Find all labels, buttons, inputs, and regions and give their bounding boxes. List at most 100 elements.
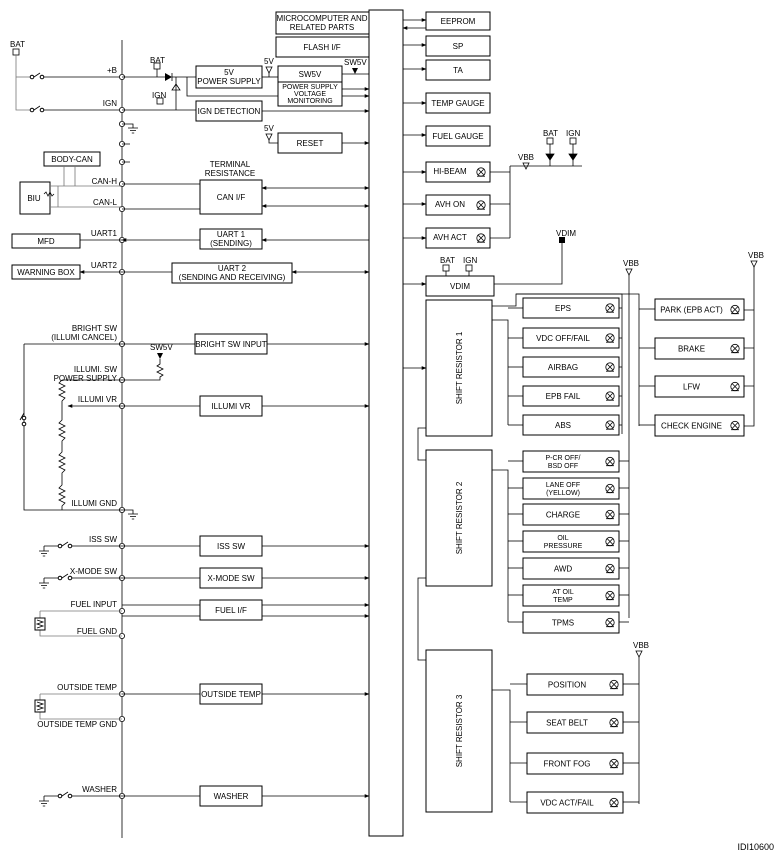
indicator-sr1-3-label: EPB FAIL [546, 392, 581, 401]
lamp-icon [609, 797, 619, 808]
indicator-sr3-2-label: FRONT FOG [544, 760, 591, 769]
washer-block-label: WASHER [214, 792, 249, 801]
indicator-sr3-1-label: SEAT BELT [546, 719, 588, 728]
bat-top-label: BAT [150, 56, 165, 65]
ign-top-label: IGN [152, 91, 166, 100]
illumi-resistor-ladder [58, 379, 66, 510]
lamp-icon [476, 233, 486, 243]
uart2-label: UART2 [91, 261, 118, 270]
reset-label: RESET [297, 139, 324, 148]
sw5v-block-label: SW5V [299, 70, 322, 79]
lamp-icon [609, 679, 619, 690]
uart2-line1: UART 2 [218, 264, 247, 273]
indicator-right-1-label: BRAKE [678, 345, 705, 354]
lamp-icon [476, 200, 486, 210]
ps-line1: 5V [224, 68, 234, 77]
indicator-right-2-label: LFW [683, 383, 700, 392]
lamp-icon [605, 536, 615, 547]
can-if-label: CAN I/F [217, 193, 246, 202]
uart2-line2: (SENDING AND RECEIVING) [179, 273, 286, 282]
shift-resistor-2 [425, 449, 493, 587]
power-supply-voltage-monitoring-block [277, 81, 343, 107]
vdim-block [425, 275, 495, 297]
indicator-right-1: BRAKE [654, 337, 745, 360]
shift-resistor-1 [425, 299, 493, 437]
indicator-sr1-2: AIRBAG [522, 356, 620, 378]
lamp-icon [605, 483, 615, 494]
lamp-icon [605, 362, 615, 372]
uart1-label: UART1 [91, 229, 118, 238]
shift-resistor-2-label: SHIFT RESISTOR 2 [455, 481, 464, 554]
hi-beam-label: HI-BEAM [433, 167, 467, 176]
ground-symbol [127, 127, 139, 520]
avh-act-label: AVH ACT [433, 233, 467, 242]
bat-vdim-label: BAT [440, 256, 455, 265]
sw5v-illumi-label: SW5V [150, 343, 173, 352]
indicator-right-3-label: CHECK ENGINE [661, 422, 722, 431]
can-l-label: CAN-L [93, 198, 118, 207]
x-mode-sw-block-label: X-MODE SW [207, 574, 255, 583]
outside-temp-gnd-label: OUTSIDE TEMP GND [37, 720, 117, 729]
lamp-icon [605, 617, 615, 628]
lamp-icon [730, 343, 740, 354]
flash-if-block [275, 36, 370, 58]
indicator-sr2-2: CHARGE [522, 503, 620, 526]
indicator-sr3-3-label: VDC ACT/FAIL [540, 799, 594, 808]
indicator-right-2: LFW [654, 375, 745, 398]
indicator-sr3-0-label: POSITION [548, 681, 586, 690]
ta-block [425, 59, 491, 81]
indicator-sr2-6-label: TPMS [552, 619, 574, 628]
outside-temp-block-label: OUTSIDE TEMP [201, 690, 261, 699]
illumi-vr-label: ILLUMI VR [78, 395, 117, 404]
can-if-block [199, 179, 263, 215]
ign-terminal-vdim [465, 264, 473, 272]
indicator-sr2-1-label: LANE OFF(YELLOW) [546, 482, 580, 497]
psv-line2: VOLTAGE [294, 91, 326, 98]
indicator-sr2-1: LANE OFF(YELLOW) [522, 477, 620, 500]
bright-sw-line2: (ILLUMI CANCEL) [51, 333, 117, 342]
lamp-icon [609, 758, 619, 769]
indicator-sr1-4: ABS [522, 414, 620, 436]
vbb-bottom-label: VBB [633, 641, 649, 650]
iss-sw-block-label: ISS SW [217, 542, 245, 551]
avh-on-label: AVH ON [435, 200, 465, 209]
internal-bus [368, 9, 404, 837]
v5-reset-label: 5V [264, 124, 274, 133]
flash-if-label: FLASH I/F [303, 43, 340, 52]
vbb-hibeam-label: VBB [518, 153, 534, 162]
microcomputer-block [275, 11, 370, 35]
plus-b-label: +B [107, 66, 117, 75]
indicator-sr1-0-label: EPS [555, 304, 571, 313]
indicator-sr1-4-label: ABS [555, 421, 571, 430]
fuel-if-block [199, 599, 263, 621]
iss-sw-label: ISS SW [89, 535, 117, 544]
biu-box [19, 181, 51, 215]
shift-resistor-3-label: SHIFT RESISTOR 3 [455, 694, 464, 767]
fuel-gauge-label: FUEL GAUGE [432, 132, 483, 141]
can-h-label: CAN-H [92, 177, 118, 186]
v5-label: 5V [264, 57, 274, 66]
body-can-box [43, 151, 101, 167]
fuel-sender [34, 617, 46, 631]
ign-label: IGN [103, 99, 117, 108]
lamp-icon [730, 381, 740, 392]
ign-vdim-label: IGN [463, 256, 477, 265]
avh-on-block [425, 194, 491, 216]
bat-terminal-vdim [442, 264, 450, 272]
indicator-sr3-2: FRONT FOG [526, 752, 624, 775]
uart1-line2: (SENDING) [210, 239, 252, 248]
vdim-label: VDIM [556, 229, 576, 238]
fuel-input-label: FUEL INPUT [71, 600, 117, 609]
lamp-icon [605, 563, 615, 574]
lamp-icon [605, 420, 615, 430]
bat-terminal [12, 48, 20, 56]
body-can-label: BODY-CAN [51, 155, 93, 164]
terminal-res-line2: RESISTANCE [205, 169, 256, 178]
outside-temp-sensor [34, 699, 46, 713]
uart1-line1: UART 1 [217, 230, 246, 239]
lamp-icon [605, 509, 615, 520]
temp-gauge-block [425, 92, 491, 114]
illumi-sw-line2: POWER SUPPLY [54, 374, 118, 383]
